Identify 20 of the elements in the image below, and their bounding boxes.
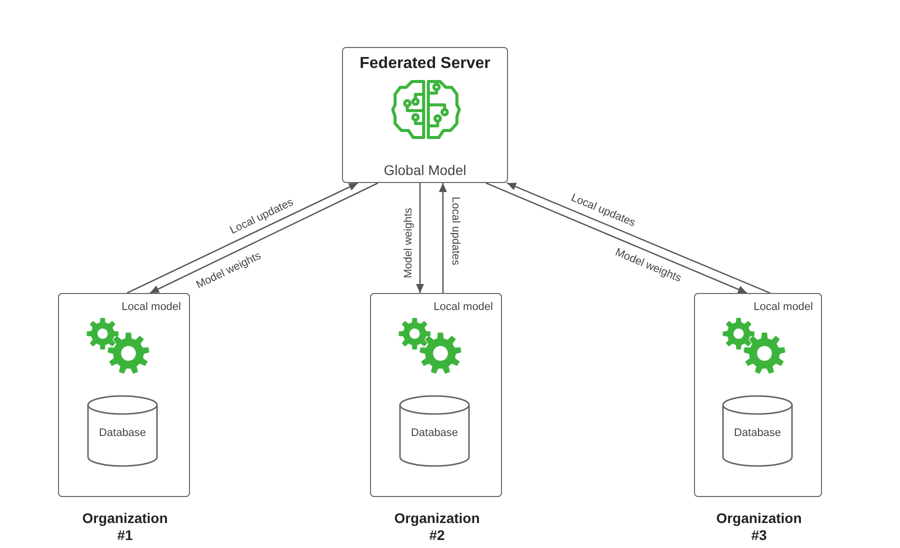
node-label: Local model — [434, 301, 493, 314]
database-cylinder: Database — [399, 396, 470, 466]
arrow — [486, 182, 748, 294]
node-title: Organization #3 — [715, 510, 803, 544]
node-label: Local model — [122, 301, 181, 314]
node-title: Organization #2 — [393, 510, 481, 544]
node-title: Organization #1 — [81, 510, 169, 544]
arrow — [506, 182, 770, 294]
node-label: Global Model — [382, 162, 468, 179]
database-cylinder: Database — [87, 396, 158, 466]
arrow — [438, 183, 447, 293]
arrow — [126, 182, 358, 294]
server-box — [342, 47, 508, 183]
database-cylinder: Database — [722, 396, 793, 466]
edge-label: Local updates — [448, 194, 462, 268]
node-label: Local model — [754, 301, 813, 314]
arrow — [150, 182, 378, 294]
node-title: Federated Server — [358, 54, 492, 74]
edge-label: Model weights — [402, 206, 416, 280]
arrow — [416, 183, 424, 293]
